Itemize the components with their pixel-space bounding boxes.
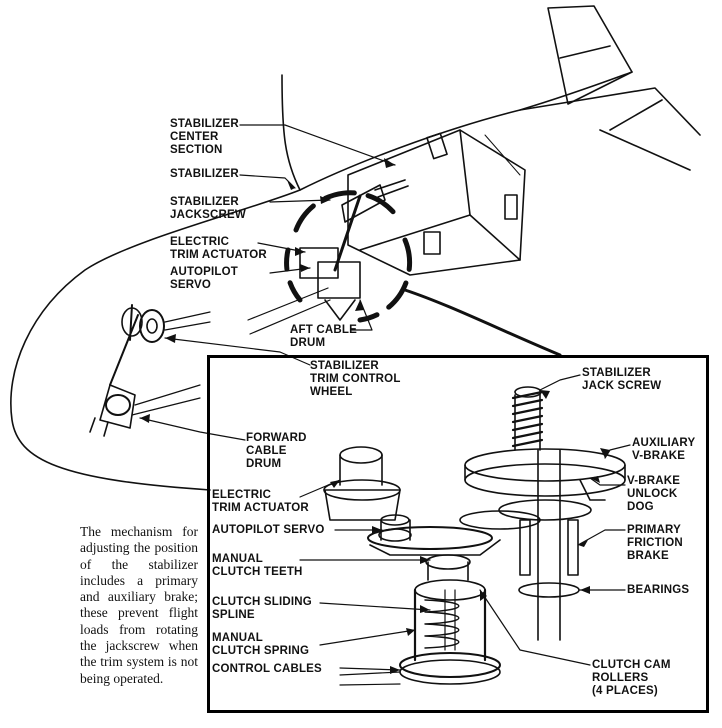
detail-connector [403,288,562,357]
label-stabilizer-jackscrew: STABILIZER JACKSCREW [170,196,246,221]
label-detail-jack-screw: STABILIZER JACK SCREW [582,367,662,392]
highlight-circle [293,190,401,233]
label-detail-electric-trim-actuator: ELECTRIC TRIM ACTUATOR [212,489,309,514]
label-stabilizer-trim-control-wheel: STABILIZER TRIM CONTROL WHEEL [310,360,401,398]
label-detail-bearings: BEARINGS [627,584,690,596]
label-electric-trim-actuator: ELECTRIC TRIM ACTUATOR [170,236,267,261]
label-detail-manual-clutch-spring: MANUAL CLUTCH SPRING [212,632,310,657]
label-aft-cable-drum: AFT CABLE DRUM [290,324,357,349]
forward-cable-drum [105,394,131,416]
overview-jackscrew [341,184,386,223]
detail-inset-frame [207,355,709,713]
label-detail-control-cables: CONTROL CABLES [212,663,322,675]
clutch-base [399,652,501,678]
label-forward-cable-drum: FORWARD CABLE DRUM [246,432,307,470]
label-detail-manual-clutch-teeth: MANUAL CLUTCH TEETH [212,553,303,578]
vertical-fin [547,5,633,105]
label-stabilizer-center-section: STABILIZER CENTER SECTION [170,118,239,156]
stabilizer-outline [519,87,701,136]
label-detail-clutch-sliding-spline: CLUTCH SLIDING SPLINE [212,596,312,621]
label-detail-primary-friction-brake: PRIMARY FRICTION BRAKE [627,524,683,562]
label-detail-autopilot-servo: AUTOPILOT SERVO [212,524,325,536]
label-detail-clutch-cam-rollers: CLUTCH CAM ROLLERS (4 PLACES) [592,659,671,697]
label-detail-auxiliary-vbrake: AUXILIARY V-BRAKE [632,437,696,462]
label-stabilizer: STABILIZER [170,168,239,180]
label-autopilot-servo: AUTOPILOT SERVO [170,266,239,291]
fuselage-top-edge [299,71,633,191]
label-detail-vbrake-unlock-dog: V-BRAKE UNLOCK DOG [627,475,681,513]
figure-caption: The mechanism for adjusting the position… [80,524,198,686]
fuselage-outline [10,74,301,491]
trim-wheel [139,309,165,343]
